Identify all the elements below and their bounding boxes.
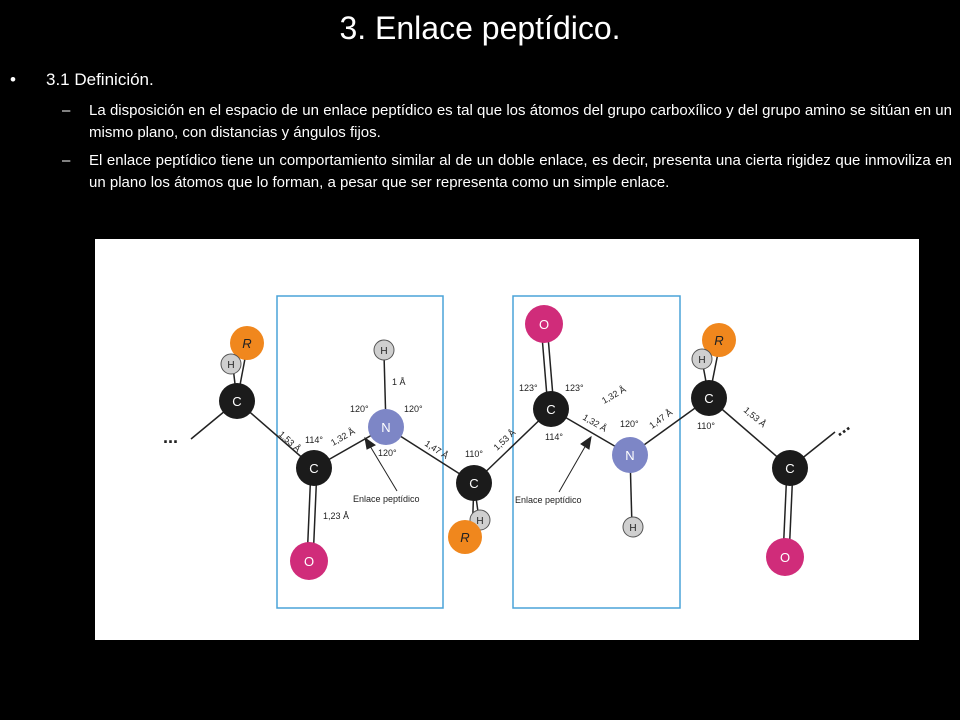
bond-length-label: 1,32 Å xyxy=(329,426,357,448)
atom-label: H xyxy=(227,360,234,371)
carbon-atom xyxy=(772,450,808,486)
r-group-atom xyxy=(702,323,736,357)
oxygen-atom xyxy=(525,305,563,343)
arrow-head xyxy=(364,436,376,450)
arrow-line xyxy=(369,445,398,492)
atom-label: O xyxy=(304,554,314,569)
hydrogen-atom xyxy=(622,516,644,538)
atom-label: C xyxy=(785,461,794,476)
bond-angle-label: 114° xyxy=(305,435,323,445)
oxygen-atom xyxy=(290,542,328,580)
point-2-text: El enlace peptídico tiene un comportamie… xyxy=(89,152,952,191)
atom-label: C xyxy=(546,402,555,417)
atom-label: O xyxy=(539,317,549,332)
bond-length-label: 1,32 Å xyxy=(581,412,609,434)
atom-label: R xyxy=(242,336,251,351)
atom-label: H xyxy=(476,516,483,527)
bond-angle-label: 120° xyxy=(350,404,369,414)
bond-angle-label: 123° xyxy=(565,383,584,393)
bond-length-label: 1 Å xyxy=(392,377,406,387)
bond-length-label: 1,53 Å xyxy=(277,429,303,454)
carbon-atom xyxy=(533,391,569,427)
atom-label: C xyxy=(232,394,241,409)
chain-dots-right: ... xyxy=(830,415,854,440)
dash-marker: – xyxy=(62,102,71,119)
atoms: R H C C O H N C H R O C N H R xyxy=(219,305,808,580)
carbon-atom xyxy=(296,450,332,486)
peptide-bond-label: Enlace peptídico xyxy=(353,494,420,504)
atom-label: R xyxy=(714,333,723,348)
atom-label: O xyxy=(780,550,790,565)
peptide-bond-figure: ... ... R H C C O H N C H R O C N xyxy=(95,239,919,640)
plane-box-2 xyxy=(512,295,681,609)
bond-length-label: 1,47 Å xyxy=(647,407,674,430)
carbon-atom xyxy=(691,380,727,416)
peptide-diagram: ... ... R H C C O H N C H R O C N xyxy=(163,295,854,609)
arrow-head xyxy=(580,435,592,450)
bond-angle-label: 120° xyxy=(404,404,423,414)
r-group-atom xyxy=(230,326,264,360)
hydrogen-atom xyxy=(691,348,713,370)
atom-label: N xyxy=(381,420,390,435)
carbon-atom xyxy=(456,465,492,501)
bond-angle-label: 123° xyxy=(519,383,538,393)
bond-angle-label: 110° xyxy=(465,449,483,459)
bond-angle-label: 114° xyxy=(545,432,563,442)
r-group-atom xyxy=(448,520,482,554)
bond-angle-label: 110° xyxy=(697,421,715,431)
nitrogen-atom xyxy=(612,437,648,473)
bond-length-label: 1,23 Å xyxy=(323,511,349,521)
nitrogen-atom xyxy=(368,409,404,445)
section-bullet: • 3.1 Definición. xyxy=(10,70,154,90)
hydrogen-atom xyxy=(373,339,395,361)
atom-label: R xyxy=(460,530,469,545)
atom-label: C xyxy=(469,476,478,491)
arrows xyxy=(364,435,592,493)
atom-label: H xyxy=(698,355,705,366)
atom-label: H xyxy=(629,523,636,534)
bond-length-label: 1,53 Å xyxy=(742,405,768,429)
oxygen-atom xyxy=(766,538,804,576)
peptide-bond-label: Enlace peptídico xyxy=(515,495,582,505)
hydrogen-atom xyxy=(220,353,242,375)
point-1: – La disposición en el espacio de un enl… xyxy=(62,100,952,144)
slide-title: 3. Enlace peptídico. xyxy=(339,10,621,46)
point-2: – El enlace peptídico tiene un comportam… xyxy=(62,150,952,194)
bond-angle-label: 120° xyxy=(620,419,639,429)
dash-marker: – xyxy=(62,152,71,169)
atom-label: C xyxy=(704,391,713,406)
carbon-atom xyxy=(219,383,255,419)
section-heading: 3.1 Definición. xyxy=(46,70,154,89)
arrow-line xyxy=(558,444,587,493)
chain-dots-left: ... xyxy=(163,427,178,447)
bond-length-label: 1,32 Å xyxy=(600,384,628,406)
bond-length-label: 1,47 Å xyxy=(423,438,450,461)
atom-label: C xyxy=(309,461,318,476)
point-1-text: La disposición en el espacio de un enlac… xyxy=(89,102,952,141)
atom-label: H xyxy=(380,346,387,357)
atom-label: N xyxy=(625,448,634,463)
bond-angle-label: 120° xyxy=(378,448,397,458)
plane-box-1 xyxy=(276,295,444,609)
bullet-marker: • xyxy=(10,70,16,89)
